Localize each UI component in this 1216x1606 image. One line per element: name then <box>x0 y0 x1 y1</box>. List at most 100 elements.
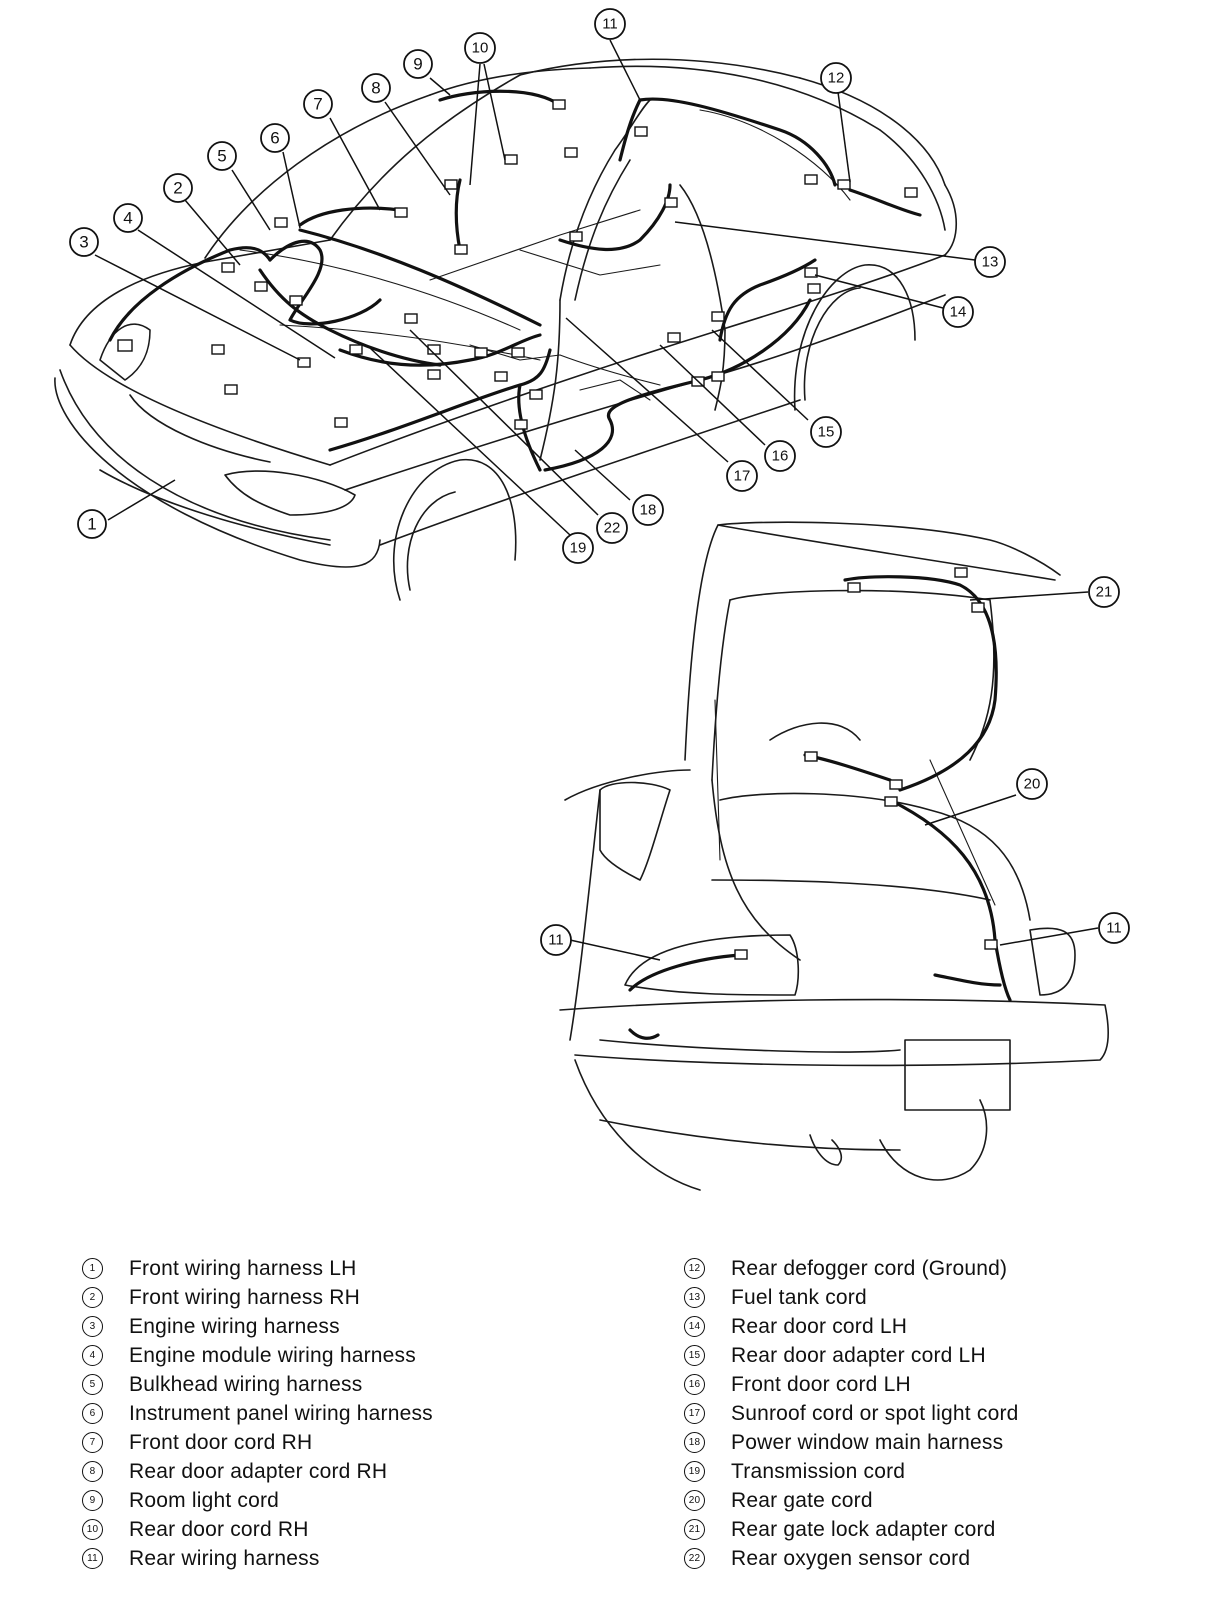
svg-text:6: 6 <box>270 129 279 148</box>
callout-3: 3 <box>69 227 99 257</box>
legend-item: 11 Rear wiring harness <box>82 1544 433 1573</box>
callout-15: 15 <box>810 416 842 448</box>
harness-routing-rear <box>628 575 1012 1040</box>
callout-21: 21 <box>1088 576 1120 608</box>
legend-item: 18 Power window main harness <box>684 1428 1019 1457</box>
legend-label: Bulkhead wiring harness <box>129 1372 363 1396</box>
callout-7: 7 <box>303 89 333 119</box>
svg-text:19: 19 <box>570 540 587 557</box>
callout-10: 10 <box>464 32 496 64</box>
svg-text:22: 22 <box>604 520 621 537</box>
svg-text:20: 20 <box>1024 776 1041 793</box>
wiring-diagram: 1 2 3 4 5 6 7 8 9 10 11 12 13 14 15 16 1… <box>54 8 1130 1191</box>
svg-text:21: 21 <box>1096 584 1113 601</box>
legend-label: Engine wiring harness <box>129 1314 340 1338</box>
callout-19: 19 <box>562 532 594 564</box>
callout-20: 20 <box>1016 768 1048 800</box>
legend-item: 1 Front wiring harness LH <box>82 1254 433 1283</box>
legend-number: 16 <box>684 1374 705 1395</box>
legend-number: 9 <box>82 1490 103 1511</box>
callout-22: 22 <box>596 512 628 544</box>
callout-8: 8 <box>361 73 391 103</box>
legend-label: Rear oxygen sensor cord <box>731 1546 971 1570</box>
legend-number: 6 <box>82 1403 103 1424</box>
callout-13: 13 <box>974 246 1006 278</box>
legend-number: 14 <box>684 1316 705 1337</box>
legend-item: 17 Sunroof cord or spot light cord <box>684 1399 1019 1428</box>
svg-text:10: 10 <box>472 40 489 57</box>
legend-number: 18 <box>684 1432 705 1453</box>
legend-item: 14 Rear door cord LH <box>684 1312 1019 1341</box>
svg-text:13: 13 <box>982 254 999 271</box>
legend-item: 3 Engine wiring harness <box>82 1312 433 1341</box>
legend-label: Fuel tank cord <box>731 1285 867 1309</box>
legend-number: 22 <box>684 1548 705 1569</box>
callout-leaders <box>94 39 1099 961</box>
svg-text:5: 5 <box>217 147 226 166</box>
legend-label: Rear defogger cord (Ground) <box>731 1256 1008 1280</box>
car-body-rear-view <box>559 521 1110 1191</box>
car-body-front-view <box>54 58 957 601</box>
legend-item: 9 Room light cord <box>82 1486 433 1515</box>
callout-4: 4 <box>113 203 143 233</box>
svg-text:7: 7 <box>313 95 322 114</box>
legend-number: 7 <box>82 1432 103 1453</box>
callout-2: 2 <box>163 173 193 203</box>
legend-number: 1 <box>82 1258 103 1279</box>
legend-number: 17 <box>684 1403 705 1424</box>
legend-number: 4 <box>82 1345 103 1366</box>
legend-number: 11 <box>82 1548 103 1569</box>
legend-number: 8 <box>82 1461 103 1482</box>
legend-label: Rear wiring harness <box>129 1546 320 1570</box>
legend-label: Room light cord <box>129 1488 280 1512</box>
legend-number: 21 <box>684 1519 705 1540</box>
legend-item: 22 Rear oxygen sensor cord <box>684 1544 1019 1573</box>
legend-number: 10 <box>82 1519 103 1540</box>
connectors-front <box>117 99 918 430</box>
legend-column-left: 1 Front wiring harness LH 2 Front wiring h… <box>82 1254 433 1573</box>
svg-text:17: 17 <box>734 468 751 485</box>
legend-label: Rear gate lock adapter cord <box>731 1517 996 1541</box>
svg-text:11: 11 <box>1106 920 1122 937</box>
legend-label: Front door cord RH <box>129 1430 313 1454</box>
legend-label: Front wiring harness RH <box>129 1285 361 1309</box>
legend-item: 10 Rear door cord RH <box>82 1515 433 1544</box>
callout-1: 1 <box>77 509 107 539</box>
callout-11-top: 11 <box>594 8 626 40</box>
legend-label: Sunroof cord or spot light cord <box>731 1401 1019 1425</box>
legend-number: 3 <box>82 1316 103 1337</box>
callout-14: 14 <box>942 296 974 328</box>
svg-text:9: 9 <box>413 55 422 74</box>
legend-number: 19 <box>684 1461 705 1482</box>
svg-text:14: 14 <box>950 304 967 321</box>
legend-number: 2 <box>82 1287 103 1308</box>
legend-label: Front wiring harness LH <box>129 1256 357 1280</box>
svg-text:11: 11 <box>548 932 564 949</box>
callout-5: 5 <box>207 141 237 171</box>
svg-text:12: 12 <box>828 70 845 87</box>
svg-text:2: 2 <box>173 179 182 198</box>
legend-item: 21 Rear gate lock adapter cord <box>684 1515 1019 1544</box>
legend-label: Rear door cord LH <box>731 1314 908 1338</box>
parts-legend: 1 Front wiring harness LH 2 Front wiring h… <box>0 1240 1216 1606</box>
legend-number: 20 <box>684 1490 705 1511</box>
svg-text:15: 15 <box>818 424 835 441</box>
callout-9: 9 <box>403 49 433 79</box>
callout-11-rear-right: 11 <box>1098 912 1130 944</box>
legend-label: Rear door cord RH <box>129 1517 309 1541</box>
legend-number: 15 <box>684 1345 705 1366</box>
legend-number: 13 <box>684 1287 705 1308</box>
legend-label: Power window main harness <box>731 1430 1004 1454</box>
callout-17: 17 <box>726 460 758 492</box>
connectors-rear <box>734 567 998 960</box>
callout-6: 6 <box>260 123 290 153</box>
legend-label: Rear door adapter cord RH <box>129 1459 388 1483</box>
